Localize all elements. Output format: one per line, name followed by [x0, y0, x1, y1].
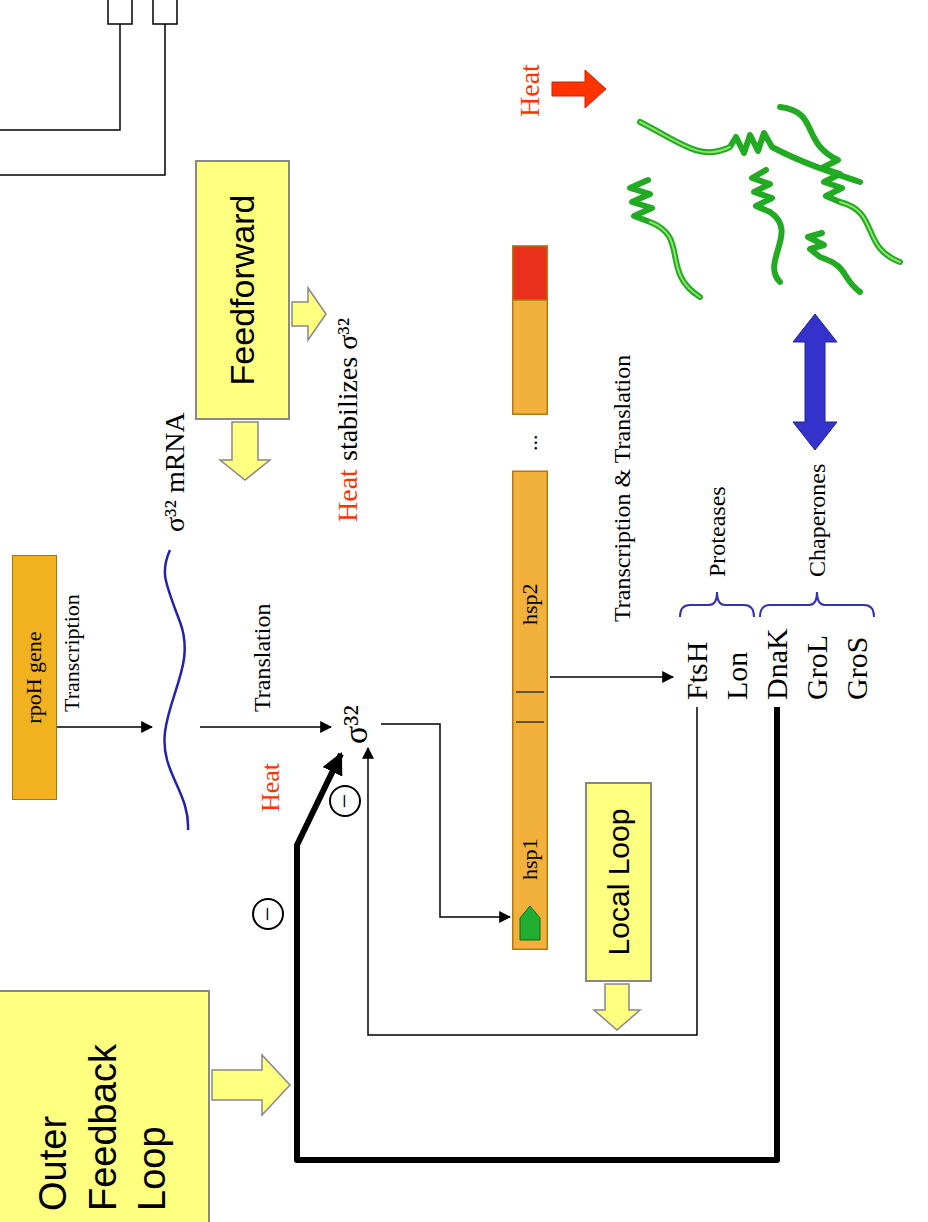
gene-box: rpoH gene — [12, 555, 57, 800]
group-bracket — [680, 592, 754, 617]
protein-name: DnaK — [759, 628, 795, 700]
flow-arrow — [48, 726, 152, 728]
block-arrow — [212, 1055, 290, 1115]
group-label: Proteases — [703, 486, 732, 577]
loop-box: Feedforward — [195, 160, 290, 420]
group-bracket — [760, 592, 874, 617]
block-arrow — [292, 288, 326, 340]
flow-arrow — [550, 676, 673, 678]
gene-name: hsp2 — [518, 583, 542, 625]
protein-highlight — [640, 122, 730, 152]
molecule-label: σ³² mRNA — [158, 412, 192, 532]
block-arrow — [220, 422, 270, 480]
protein-illustration — [630, 107, 900, 297]
loop-box: Local Loop — [585, 782, 652, 982]
box-text: rpoH gene — [20, 631, 49, 723]
protein-highlight — [840, 202, 900, 262]
box-text: Feedforward — [220, 195, 264, 386]
heat-arrow — [552, 70, 606, 108]
gene-name: ... — [518, 435, 542, 452]
protein-name: Lon — [719, 652, 755, 700]
protein-name: GroL — [799, 635, 835, 700]
promoter-symbol — [520, 906, 540, 940]
heat-label: Heat — [255, 763, 286, 812]
protein-highlight — [650, 222, 700, 297]
step-label: Translation — [248, 604, 277, 712]
protein-strand — [780, 107, 900, 262]
step-label: Transcription & Translation — [608, 355, 637, 622]
mrna-wave — [164, 550, 188, 830]
flow-arrow — [381, 724, 510, 917]
gene-separator — [516, 721, 544, 723]
wire-line — [0, 24, 120, 130]
terminator-block — [513, 246, 548, 300]
operon-bar: hsp1 hsp2... — [512, 245, 548, 950]
gene-segment — [513, 246, 548, 414]
group-label: Chaperones — [803, 464, 832, 577]
cut-box — [153, 0, 177, 24]
wire-line — [0, 24, 165, 175]
flow-arrow — [200, 726, 331, 728]
step-label: Transcription — [59, 594, 85, 712]
gene-segment — [513, 471, 548, 949]
box-text: Local Loop — [599, 809, 638, 956]
box-text: Outer Feedback Loop — [29, 1004, 177, 1211]
heat-label: Heat — [513, 64, 547, 117]
sign-circle: − — [252, 898, 284, 930]
protein-strand — [640, 122, 860, 182]
protein-strand — [808, 233, 860, 292]
cut-box — [108, 0, 132, 24]
note-label: stabilizes σ³² — [331, 318, 365, 461]
protein-name: GroS — [839, 637, 875, 700]
sign-circle: − — [329, 785, 361, 817]
sign-text: − — [332, 794, 358, 809]
heat-label: Heat — [331, 469, 365, 522]
gene-name: hsp1 — [518, 838, 542, 880]
protein-strand — [752, 170, 782, 282]
protein-strand — [630, 180, 700, 297]
double-arrow — [793, 314, 837, 450]
protein-name: FtsH — [679, 642, 715, 700]
gene-separator — [516, 691, 544, 693]
block-arrow — [594, 984, 640, 1030]
sign-text: − — [255, 907, 281, 922]
loop-box: Outer Feedback Loop — [0, 990, 210, 1222]
molecule-label: σ³² — [336, 705, 377, 744]
